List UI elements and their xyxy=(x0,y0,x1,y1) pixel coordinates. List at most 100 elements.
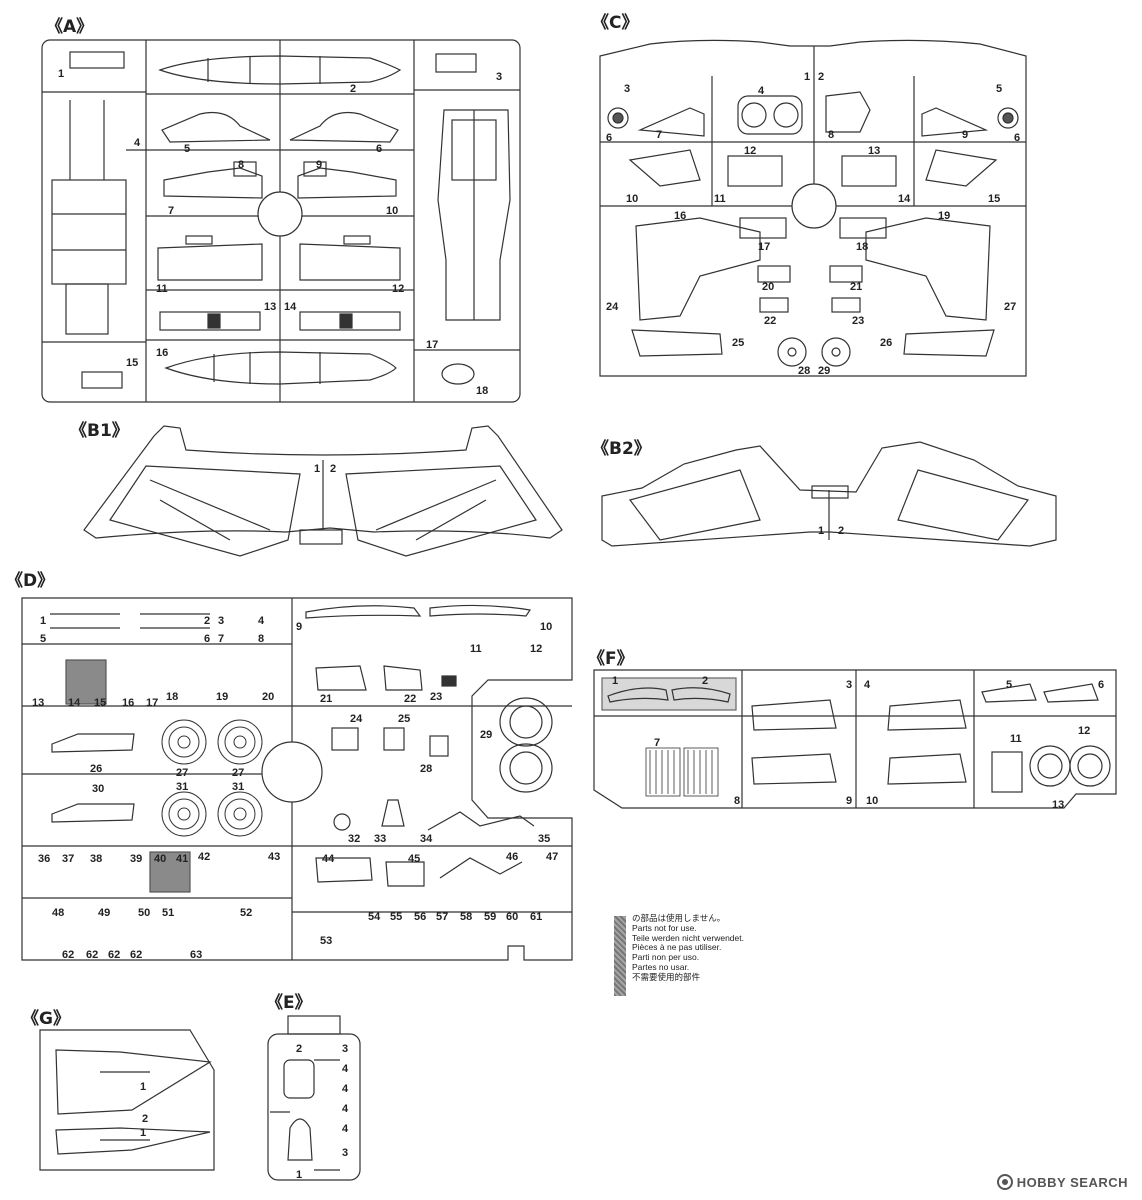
sprue-c xyxy=(599,39,1027,377)
part-d-54: 54 xyxy=(368,911,381,923)
sprue-b2-label: 《B2》 xyxy=(592,439,651,459)
part-e-4b: 4 xyxy=(342,1083,349,1095)
sprue-a xyxy=(41,39,521,403)
part-a-2: 2 xyxy=(350,83,356,95)
part-d-10: 10 xyxy=(540,621,552,633)
part-d-11: 11 xyxy=(470,643,482,655)
part-d-41: 41 xyxy=(176,853,188,865)
part-d-43: 43 xyxy=(268,851,280,863)
part-d-44: 44 xyxy=(322,853,335,865)
part-c-21: 21 xyxy=(850,281,862,293)
part-e-1: 1 xyxy=(296,1169,302,1181)
part-c-12: 12 xyxy=(744,145,756,157)
part-a-4: 4 xyxy=(134,137,141,149)
part-d-32: 32 xyxy=(348,833,360,845)
part-d-36: 36 xyxy=(38,853,50,865)
part-a-7: 7 xyxy=(168,205,174,217)
part-d-23: 23 xyxy=(430,691,442,703)
part-d-55: 55 xyxy=(390,911,402,923)
part-e-2: 2 xyxy=(296,1043,302,1055)
part-d-50: 50 xyxy=(138,907,150,919)
part-d-63: 63 xyxy=(190,949,202,961)
part-d-15: 15 xyxy=(94,697,106,709)
part-d-62c: 62 xyxy=(108,949,120,961)
part-a-14: 14 xyxy=(284,301,297,313)
part-a-9: 9 xyxy=(316,159,322,171)
part-d-51: 51 xyxy=(162,907,174,919)
part-f-3: 3 xyxy=(846,679,852,691)
part-c-22: 22 xyxy=(764,315,776,327)
part-d-62b: 62 xyxy=(86,949,98,961)
legend-line-fr: Pièces à ne pas utiliser. xyxy=(632,942,722,953)
part-c-29: 29 xyxy=(818,365,830,377)
part-f-7: 7 xyxy=(654,737,660,749)
part-f-6: 6 xyxy=(1098,679,1104,691)
part-c-24: 24 xyxy=(606,301,619,313)
legend-text: の部品は使用しません。 Parts not for use. Teile wer… xyxy=(632,913,744,983)
part-d-20: 20 xyxy=(262,691,274,703)
part-d-35: 35 xyxy=(538,833,550,845)
hobby-search-watermark: HOBBY SEARCH xyxy=(996,1174,1128,1190)
part-d-22: 22 xyxy=(404,693,416,705)
legend-line-en: Parts not for use. xyxy=(632,922,697,933)
part-c-15: 15 xyxy=(988,193,1000,205)
part-d-6: 6 xyxy=(204,633,210,645)
not-for-use-swatch xyxy=(614,916,626,996)
part-a-8: 8 xyxy=(238,159,244,171)
part-c-6b: 6 xyxy=(1014,132,1020,144)
part-d-21: 21 xyxy=(320,693,332,705)
part-d-1: 1 xyxy=(40,615,46,627)
part-a-3: 3 xyxy=(496,71,502,83)
sprue-d-label: 《D》 xyxy=(6,571,55,591)
part-d-40: 40 xyxy=(154,853,166,865)
part-c-2: 2 xyxy=(818,71,824,83)
part-c-27: 27 xyxy=(1004,301,1016,313)
part-d-12: 12 xyxy=(530,643,542,655)
part-d-46: 46 xyxy=(506,851,518,863)
part-c-14: 14 xyxy=(898,193,911,205)
part-d-30: 30 xyxy=(92,783,104,795)
part-c-19: 19 xyxy=(938,210,950,222)
sprue-g xyxy=(39,1029,215,1171)
part-a-17: 17 xyxy=(426,339,438,351)
part-d-47: 47 xyxy=(546,851,558,863)
part-b1-1: 1 xyxy=(314,463,320,475)
part-d-48: 48 xyxy=(52,907,64,919)
sprue-b2 xyxy=(601,441,1057,547)
part-f-12: 12 xyxy=(1078,725,1090,737)
part-d-58: 58 xyxy=(460,911,472,923)
part-f-10: 10 xyxy=(866,795,878,807)
part-d-27b: 27 xyxy=(232,767,244,779)
sprue-g-label: 《G》 xyxy=(22,1009,70,1029)
part-c-7: 7 xyxy=(656,129,662,141)
part-a-18: 18 xyxy=(476,385,488,397)
part-d-59: 59 xyxy=(484,911,496,923)
part-d-2: 2 xyxy=(204,615,210,627)
part-d-37: 37 xyxy=(62,853,74,865)
part-a-16: 16 xyxy=(156,347,168,359)
part-d-49: 49 xyxy=(98,907,110,919)
part-a-11: 11 xyxy=(156,283,168,295)
part-d-3: 3 xyxy=(218,615,224,627)
part-c-26: 26 xyxy=(880,337,892,349)
part-d-62d: 62 xyxy=(130,949,142,961)
part-a-1: 1 xyxy=(58,68,64,80)
legend-line-de: Teile werden nicht verwendet. xyxy=(632,932,744,943)
part-d-9: 9 xyxy=(296,621,302,633)
part-d-61: 61 xyxy=(530,911,542,923)
part-f-1: 1 xyxy=(612,675,618,687)
part-d-33: 33 xyxy=(374,833,386,845)
part-b1-2: 2 xyxy=(330,463,336,475)
part-d-62a: 62 xyxy=(62,949,74,961)
part-c-5: 5 xyxy=(996,83,1002,95)
part-a-13: 13 xyxy=(264,301,276,313)
part-d-56: 56 xyxy=(414,911,426,923)
sprue-d xyxy=(21,597,573,961)
part-f-5: 5 xyxy=(1006,679,1012,691)
part-d-25: 25 xyxy=(398,713,410,725)
part-e-3b: 3 xyxy=(342,1147,348,1159)
watermark-text: HOBBY SEARCH xyxy=(1016,1175,1128,1190)
part-e-4c: 4 xyxy=(342,1103,349,1115)
part-c-3: 3 xyxy=(624,83,630,95)
part-c-17: 17 xyxy=(758,241,770,253)
